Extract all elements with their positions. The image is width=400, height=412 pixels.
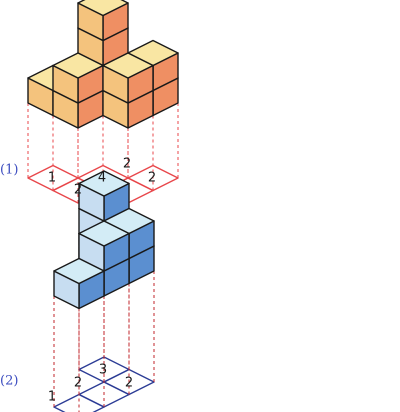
figure-2 — [53, 170, 155, 412]
fig1-cube-top-face — [102, 52, 154, 79]
fig2-cell-number: 2 — [74, 376, 82, 391]
fig2-cell-number: 2 — [125, 376, 133, 391]
fig1-cube-top-face — [52, 52, 104, 79]
fig2-cell-number: 1 — [48, 390, 56, 405]
fig2-cube-top-face — [78, 220, 130, 247]
fig1-cell-number: 2 — [123, 157, 131, 172]
fig1-cell-number: 2 — [148, 171, 156, 186]
figure-2-label: (2) — [0, 374, 18, 389]
fig1-cell-number: 1 — [48, 171, 56, 186]
figure-1-label: (1) — [0, 163, 18, 178]
fig1-cell-number: 2 — [74, 183, 82, 198]
figure-1 — [27, 0, 179, 204]
fig2-cube-top-face — [53, 257, 105, 285]
fig2-cell-number: 3 — [99, 363, 107, 378]
fig2-cube-top-face — [78, 170, 130, 197]
fig1-cube-top-face — [77, 0, 129, 17]
fig1-cell-number: 4 — [98, 171, 106, 186]
